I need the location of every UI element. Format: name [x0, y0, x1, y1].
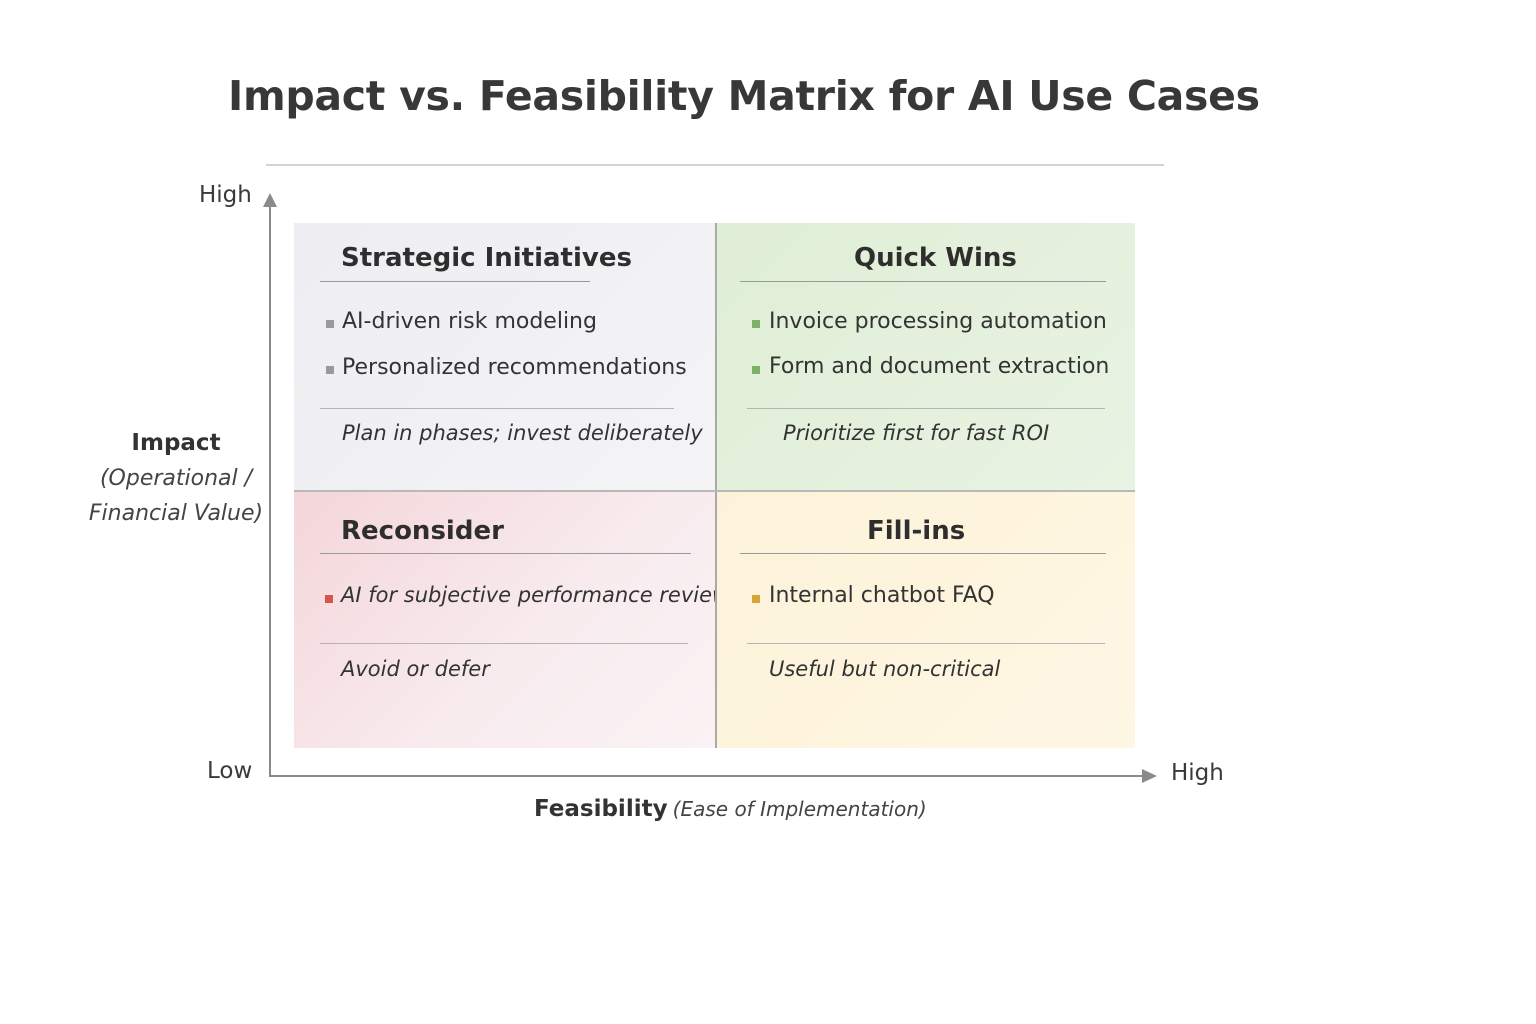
list-item: Internal chatbot FAQ — [769, 583, 995, 608]
matrix-grid: Strategic Initiatives AI-driven risk mod… — [294, 223, 1135, 748]
x-axis-line — [269, 775, 1144, 777]
y-axis-low-label: Low — [207, 758, 253, 784]
quadrant-quick-wins: Quick Wins Invoice processing automation… — [716, 223, 1135, 491]
bullet-icon — [752, 320, 760, 328]
quadrant-title: Strategic Initiatives — [341, 243, 632, 273]
bullet-icon — [326, 366, 334, 374]
quadrant-title-rule — [320, 553, 691, 554]
y-axis-title: Impact (Operational / Financial Value) — [88, 426, 264, 531]
y-axis-line — [269, 206, 271, 777]
quadrant-note: Useful but non-critical — [769, 657, 1001, 681]
quadrant-fill-ins: Fill-ins Internal chatbot FAQ Useful but… — [716, 491, 1135, 748]
horizontal-divider — [294, 490, 1135, 492]
list-item: AI-driven risk modeling — [342, 309, 597, 334]
quadrant-title: Reconsider — [341, 516, 504, 546]
quadrant-note: Avoid or defer — [341, 657, 490, 681]
quadrant-title-rule — [740, 553, 1106, 554]
quadrant-title: Quick Wins — [854, 243, 1017, 273]
page-title: Impact vs. Feasibility Matrix for AI Use… — [228, 72, 1260, 120]
quadrant-note: Prioritize first for fast ROI — [783, 421, 1050, 445]
x-axis-title-sub: (Ease of Implementation) — [672, 797, 927, 821]
title-divider — [266, 164, 1164, 166]
quadrant-reconsider: Reconsider AI for subjective performance… — [294, 491, 740, 748]
bullet-icon — [752, 595, 760, 603]
quadrant-title-rule — [740, 281, 1106, 282]
y-axis-title-sub: (Operational / Financial Value) — [88, 466, 264, 526]
bullet-icon — [325, 595, 333, 603]
x-axis-arrow-icon — [1142, 769, 1157, 783]
bullet-icon — [752, 366, 760, 374]
x-axis-title: Feasibility (Ease of Implementation) — [534, 796, 927, 822]
quadrant-strategic-initiatives: Strategic Initiatives AI-driven risk mod… — [294, 223, 716, 491]
quadrant-title-rule — [320, 281, 590, 282]
bullet-icon — [326, 320, 334, 328]
list-item: Invoice processing automation — [769, 309, 1107, 334]
list-item: Form and document extraction — [769, 354, 1110, 379]
note-divider — [320, 408, 674, 409]
y-axis-title-main: Impact — [131, 430, 221, 456]
note-divider — [320, 643, 688, 644]
quadrant-title: Fill-ins — [867, 516, 966, 546]
list-item: AI for subjective performance reviews — [341, 583, 741, 607]
quadrant-note: Plan in phases; invest deliberately — [342, 421, 703, 445]
y-axis-high-label: High — [199, 182, 252, 208]
note-divider — [747, 643, 1105, 644]
vertical-divider — [715, 223, 717, 748]
x-axis-high-label: High — [1171, 760, 1224, 786]
list-item: Personalized recommendations — [342, 355, 687, 380]
y-axis-arrow-icon — [263, 193, 277, 207]
x-axis-title-main: Feasibility — [534, 796, 668, 822]
note-divider — [747, 408, 1105, 409]
